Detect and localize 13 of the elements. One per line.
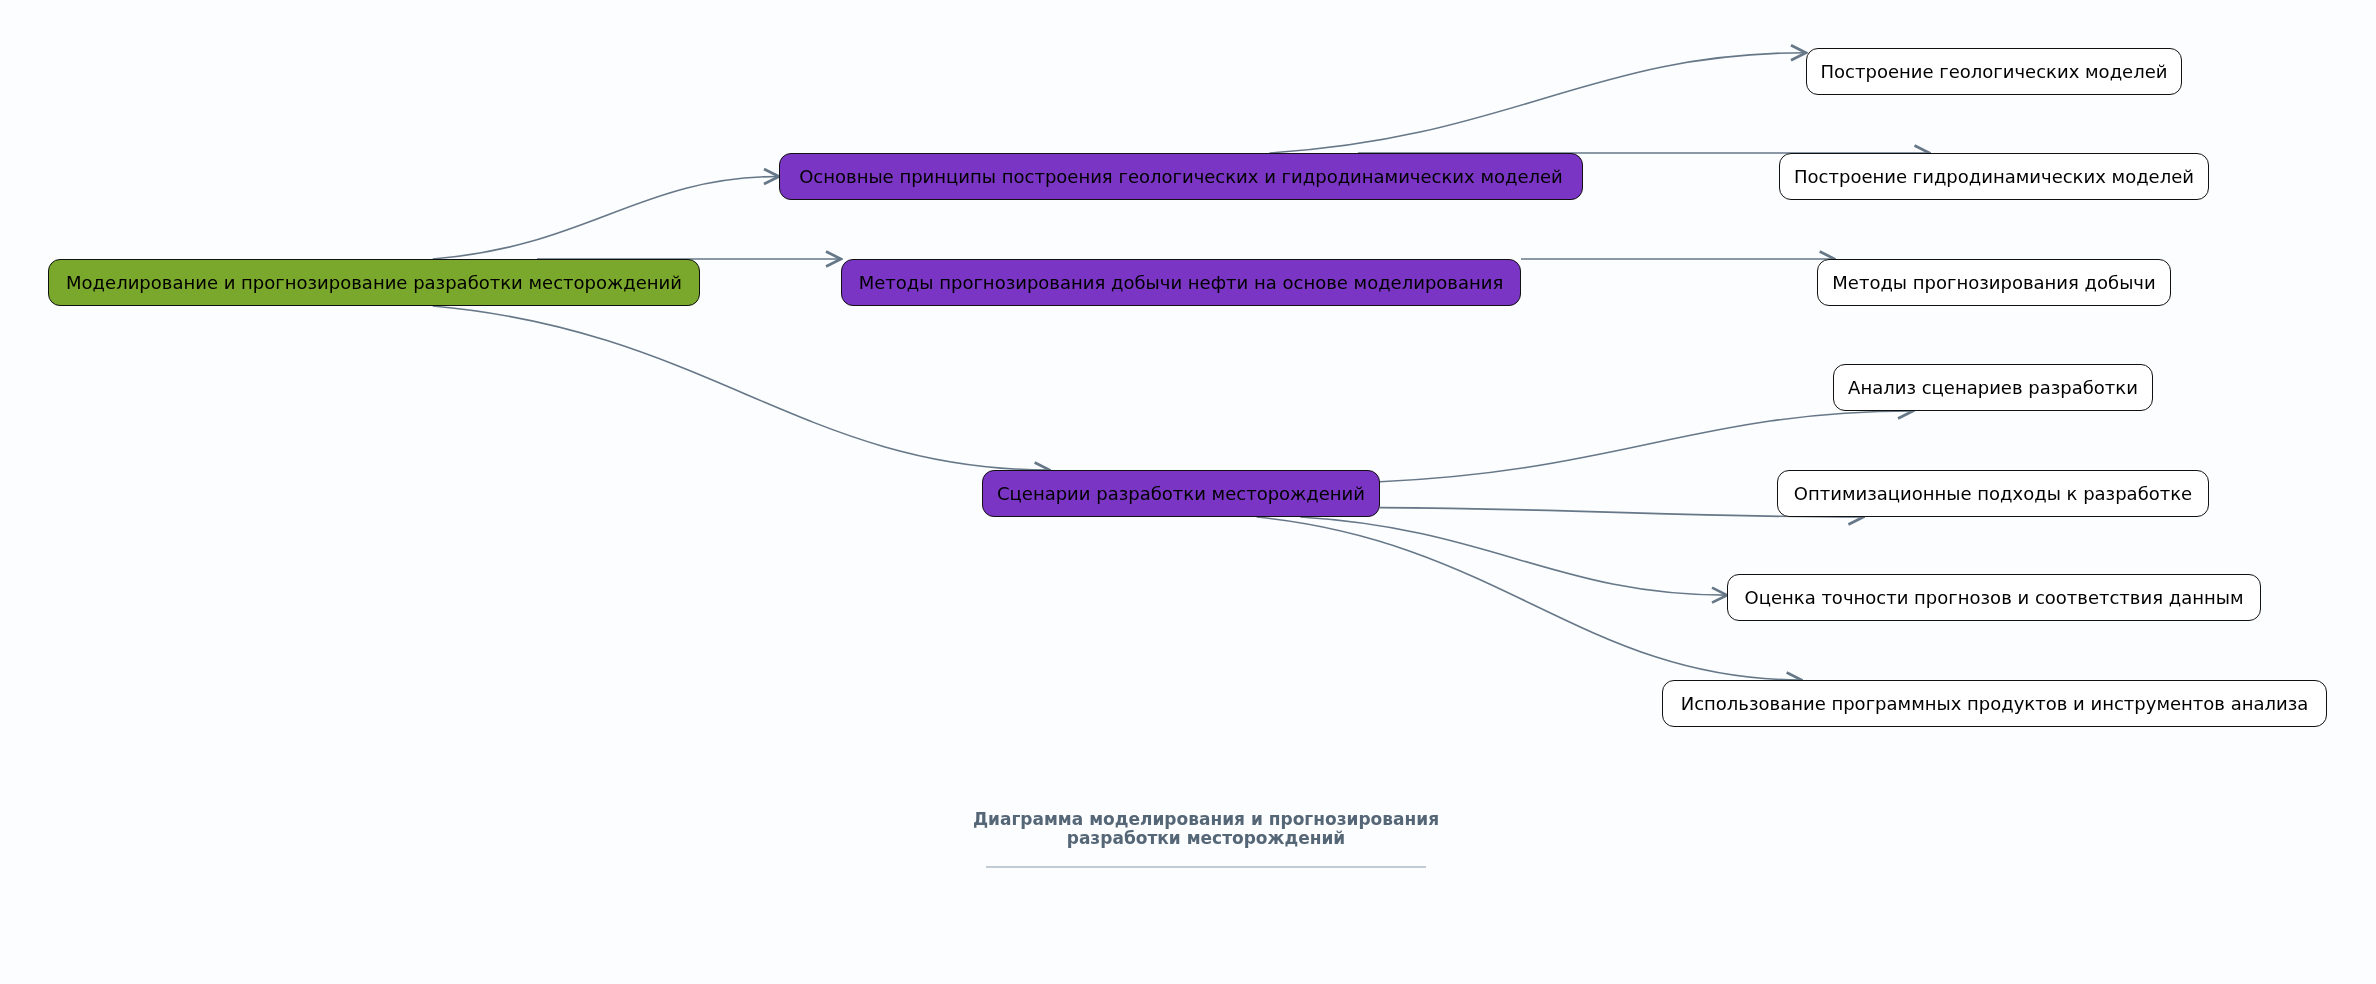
root-topic-box: Моделирование и прогнозирование разработки месторождений (48, 259, 700, 306)
arrow (1379, 506, 1865, 526)
diagram-title: Диаграмма моделирования и прогнозирования разработки месторождений (971, 810, 1441, 848)
detail-box: Построение геологических моделей (1806, 48, 2182, 95)
detail-box: Оценка точности прогнозов и соответствия данным (1727, 574, 2261, 621)
detail-box: Построение гидродинамических моделей (1779, 153, 2209, 200)
subtopic-box: Методы прогнозирования добычи нефти на основе моделирования (841, 259, 1521, 306)
detail-box: Анализ сценариев разработки (1833, 364, 2153, 411)
subtopic-box: Основные принципы построения геологических и гидродинамических моделей (779, 153, 1583, 200)
subtopic-box: Сценарии разработки месторождений (982, 470, 1380, 517)
detail-box: Использование программных продуктов и инструментов анализа (1662, 680, 2327, 727)
detail-box: Оптимизационные подходы к разработке (1777, 470, 2209, 517)
detail-box: Методы прогнозирования добычи (1817, 259, 2171, 306)
